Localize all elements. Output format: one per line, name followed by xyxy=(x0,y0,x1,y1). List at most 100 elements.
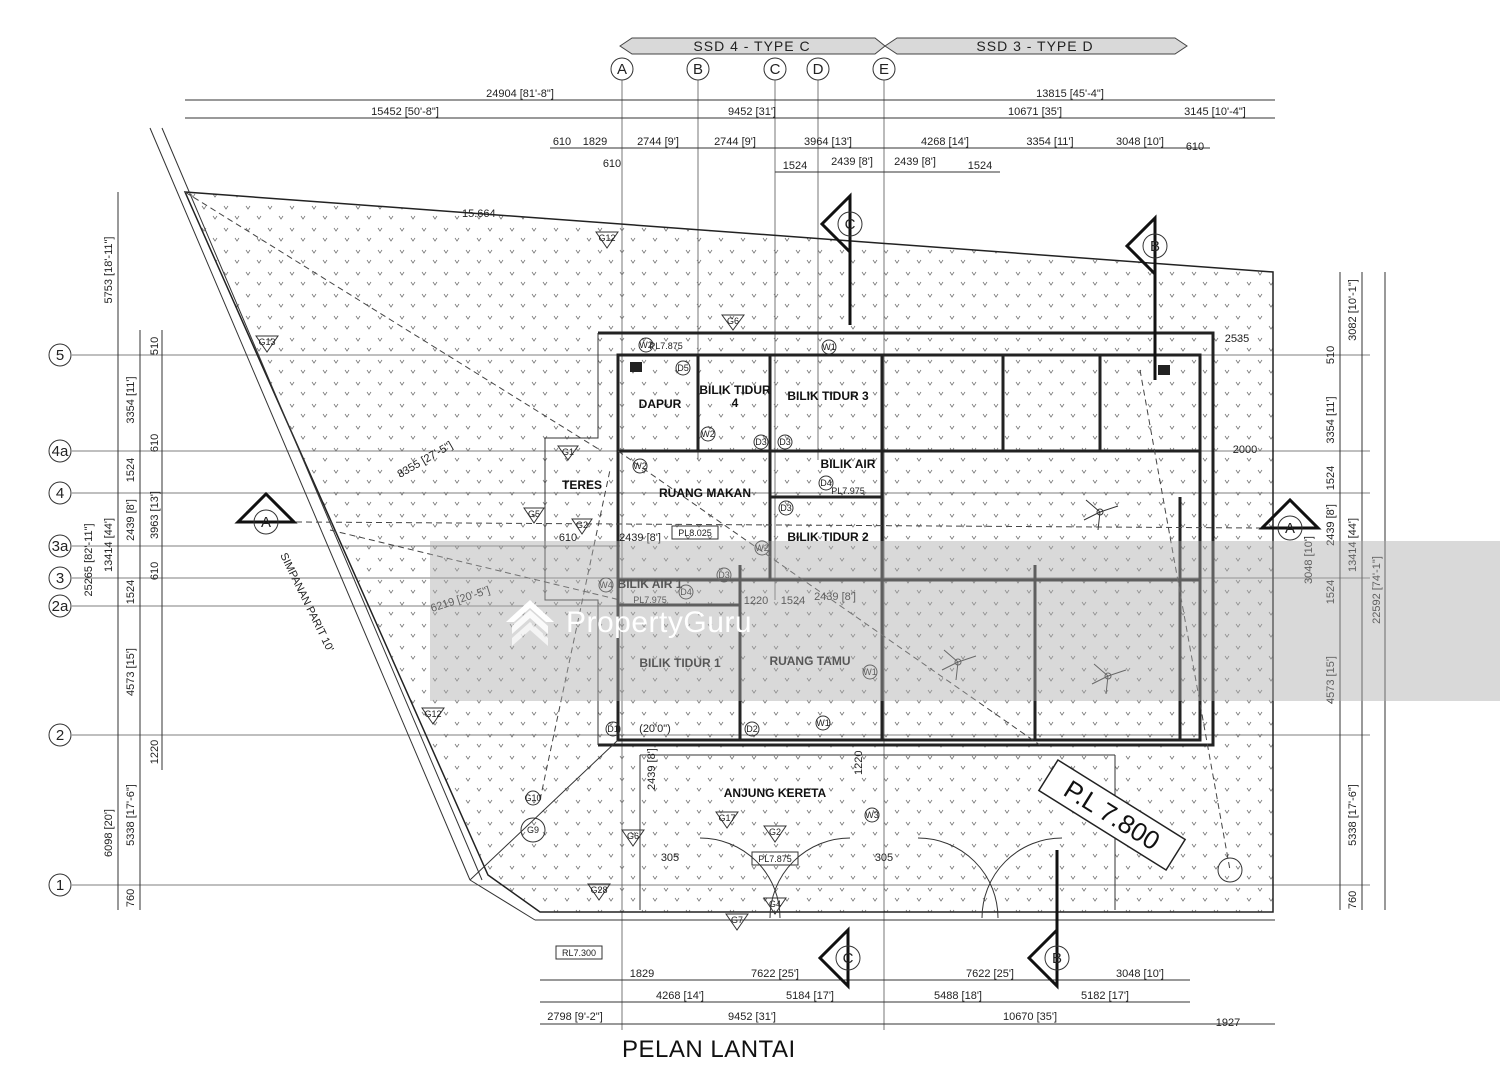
dim-left-0: 5753 [18'-11"] xyxy=(103,237,115,304)
propertyguru-logo-icon xyxy=(506,600,554,646)
door-window-tags: W2 W1 W2 W2 W2 W1 W1 W3 W4 D5 D3 D3 D3 D… xyxy=(255,231,880,931)
grid-row-3a: 3a xyxy=(52,538,69,555)
dim-top-total-left: 24904 [81'-8"] xyxy=(486,88,554,100)
dim-right-8: 1524 xyxy=(1325,580,1337,604)
dim-int-9: (20'0") xyxy=(639,723,671,735)
tag-g5: G5 xyxy=(528,509,540,519)
room-bilik-tidur-4: BILIK TIDUR xyxy=(699,383,771,397)
tag-g12-1: G12 xyxy=(598,233,615,243)
type-band-c: SSD 4 - TYPE C xyxy=(619,37,886,55)
dim-int-5: 1220 xyxy=(853,751,865,775)
level-tag-1: PL8.025 xyxy=(678,528,712,538)
section-a-left: A xyxy=(234,491,1261,535)
site-boundary: 15.664 SIMPANAN PARIT 10' 8355 [27'-5"] … xyxy=(149,127,1275,921)
grid-col-c: C xyxy=(770,61,781,78)
section-b-bottom-label: B xyxy=(1052,950,1062,967)
dim-bottom-1-d: 3048 [10'] xyxy=(1116,968,1164,980)
dim-top-2-b: 9452 [31'] xyxy=(728,106,776,118)
level-tag-4: PL7.975 xyxy=(831,486,865,496)
dim-top-2-d: 3145 [10'-4"] xyxy=(1184,106,1246,118)
grid-row-1: 1 xyxy=(56,877,64,894)
dim-top-3-i: 610 xyxy=(1186,141,1204,153)
tag-w3: W3 xyxy=(865,810,879,820)
dim-left-3: 610 xyxy=(149,434,161,452)
ceiling-fan-icon-2 xyxy=(941,649,977,681)
dim-top-4-b: 1524 xyxy=(783,160,807,172)
dim-top-2-a: 15452 [50'-8"] xyxy=(371,106,439,118)
grid-row-4a: 4a xyxy=(52,443,69,460)
tag-w4: W4 xyxy=(599,580,613,590)
dim-bottom-2-d: 5182 [17'] xyxy=(1081,990,1129,1002)
level-tag-5: PL7.975 xyxy=(633,595,667,605)
tag-g2-1: G2 xyxy=(576,520,588,530)
fixtures xyxy=(630,362,1243,919)
dim-bottom-3-a: 2798 [9'-2"] xyxy=(547,1011,603,1023)
manhole-icon xyxy=(1217,857,1243,883)
grid-row-2: 2 xyxy=(56,727,64,744)
room-bilik-tidur-4-number: 4 xyxy=(732,396,739,410)
room-ruang-tamu: RUANG TAMU xyxy=(769,654,850,668)
dim-left-15: 760 xyxy=(125,889,137,907)
grid-col-b: B xyxy=(693,61,703,78)
dim-bottom-1-c: 7622 [25'] xyxy=(966,968,1014,980)
level-tag-6: RL7.300 xyxy=(562,948,596,958)
tag-g2-2: G2 xyxy=(769,827,781,837)
tag-g9: G9 xyxy=(527,825,539,835)
section-b-bottom: B xyxy=(1026,850,1070,990)
dim-top-4-e: 1524 xyxy=(968,160,992,172)
grid-col-e: E xyxy=(879,61,889,78)
tag-g6-1: G6 xyxy=(727,316,739,326)
room-ruang-makan: RUANG MAKAN xyxy=(659,486,751,500)
room-bilik-tidur-2: BILIK TIDUR 2 xyxy=(787,530,869,544)
ceiling-fan-icon-3 xyxy=(1091,663,1127,695)
dim-left-8: 1524 xyxy=(125,580,137,604)
section-a-right-label: A xyxy=(1285,520,1295,537)
tag-w2-1: W2 xyxy=(639,340,653,350)
tag-d3-1: D3 xyxy=(755,437,767,447)
dim-right-0: 3082 [10'-1"] xyxy=(1347,279,1359,341)
level-tag-3: PL7.875 xyxy=(649,341,683,351)
tag-d3-2: D3 xyxy=(779,437,791,447)
tag-w1-3: W1 xyxy=(816,718,830,728)
section-a-right: A xyxy=(1258,497,1322,541)
type-band-d-label: SSD 3 - TYPE D xyxy=(976,38,1093,54)
dim-top-3-c: 2744 [9'] xyxy=(637,136,679,148)
type-band-d: SSD 3 - TYPE D xyxy=(884,37,1188,55)
room-labels: DAPUR BILIK TIDUR 4 BILIK TIDUR 3 TERES … xyxy=(562,383,876,800)
gate-swing-3 xyxy=(917,837,999,919)
grid-row-5: 5 xyxy=(56,347,64,364)
grid-col-d: D xyxy=(813,61,824,78)
section-c-top: C xyxy=(819,192,863,325)
dim-top-4-c: 2439 [8'] xyxy=(831,156,873,168)
tag-g13: G13 xyxy=(258,337,275,347)
tag-d4-2: D4 xyxy=(680,587,692,597)
building-walls xyxy=(469,331,1231,910)
dim-int-2: 1220 xyxy=(744,595,768,607)
dim-bottom-1-a: 1829 xyxy=(630,968,654,980)
dim-bottom-3-d: 1927 xyxy=(1216,1017,1240,1029)
dim-right-7: 22592 [74'-1"] xyxy=(1371,556,1383,624)
tag-d4-1: D4 xyxy=(820,478,832,488)
tag-d1: D1 xyxy=(607,724,619,734)
watermark-text: PropertyGuru xyxy=(566,606,753,639)
level-tag-2: PL7.875 xyxy=(758,854,792,864)
dim-right-10: 5338 [17'-6"] xyxy=(1347,784,1359,846)
tag-w2-3: W2 xyxy=(633,461,647,471)
dim-int-6: 305 xyxy=(661,852,679,864)
dim-left-2: 3354 [11'] xyxy=(125,376,137,423)
bottom-dimensions: 1829 7622 [25'] 7622 [25'] 3048 [10'] 42… xyxy=(540,968,1275,1029)
dim-left-5: 3963 [13'] xyxy=(149,491,161,539)
tag-g4: G4 xyxy=(769,899,781,909)
dim-left-10: 25265 [82'-11"] xyxy=(83,523,95,596)
tag-d5: D5 xyxy=(677,363,689,373)
tag-d3-4: D3 xyxy=(718,570,730,580)
dim-int-0: 2439 [8'] xyxy=(619,532,661,544)
dim-right-3: 1524 xyxy=(1325,466,1337,490)
tag-g17: G17 xyxy=(718,813,735,823)
dim-right-11: 760 xyxy=(1347,891,1359,909)
level-note-a: 15.664 xyxy=(462,208,496,220)
page-title: PELAN LANTAI xyxy=(622,1036,796,1063)
dim-bottom-2-c: 5488 [18'] xyxy=(934,990,982,1002)
dim-int-4: 2439 [8'] xyxy=(646,748,658,790)
